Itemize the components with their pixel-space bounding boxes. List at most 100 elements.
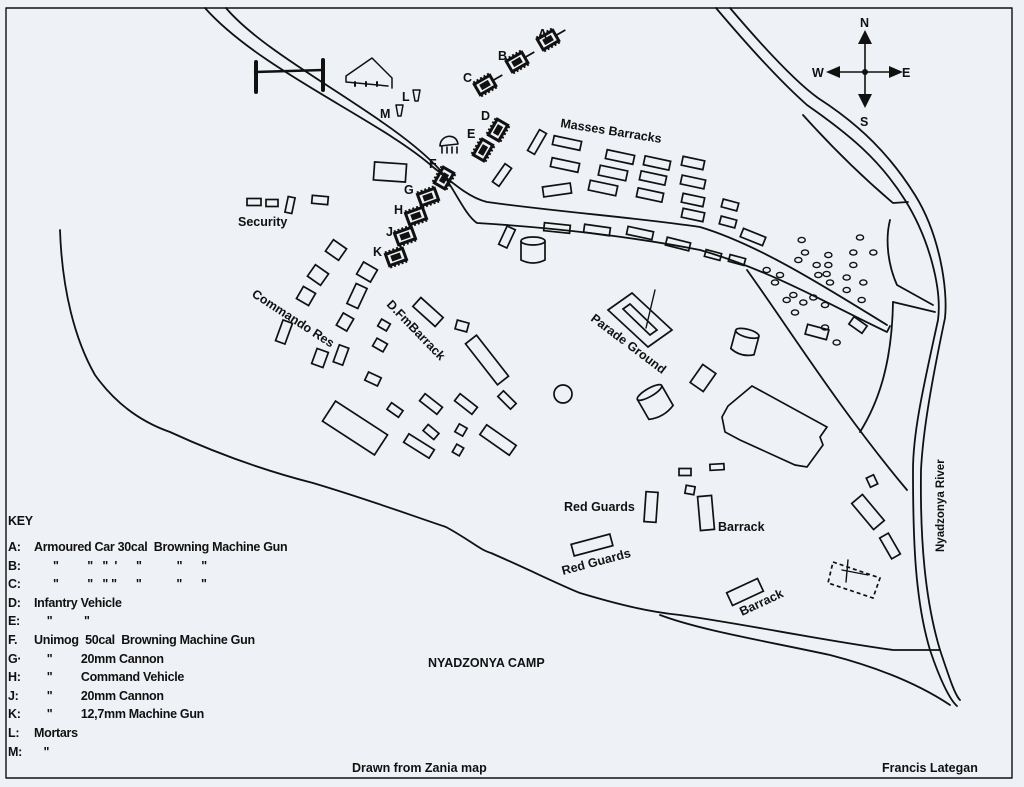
building [526,128,548,156]
building [478,423,518,457]
hut [799,299,808,306]
building [246,197,262,207]
building [664,236,692,252]
building [703,248,723,262]
building [642,154,672,172]
marker-h: H [394,203,403,217]
building [497,224,517,250]
hut [825,279,835,286]
road-north-edge [204,7,888,326]
compass-rose: N S W E [812,16,910,129]
marker-f: F [429,157,437,171]
marker-b: B [498,49,507,63]
vehicle-icon [415,185,441,209]
vehicle-icon [470,137,496,163]
building [597,164,629,182]
building [551,134,583,152]
label-barrack-1: Barrack [718,520,765,534]
key-letter: D: [8,595,21,610]
destroyed-building-outline [826,559,882,600]
hut [789,291,798,299]
label-masses-barracks: Masses Barracks [560,116,663,146]
building [310,347,330,369]
building [638,169,668,187]
building [549,156,581,174]
building [847,315,869,335]
marker-g: G [404,183,414,197]
hut [775,271,785,279]
river-west-bank [715,7,958,707]
hut [855,234,865,241]
compass-s: S [860,115,868,129]
vehicle-icon [431,165,457,191]
key-letter: B: [8,558,21,573]
building [265,198,279,208]
hut [812,261,821,269]
hut [809,294,818,301]
huts [762,234,878,346]
building [720,198,740,212]
key-row: J: " 20mm Cannon [8,689,287,708]
credit-author: Francis Lategan [882,761,978,775]
building [635,186,665,204]
shelter-icon [439,135,459,154]
marker-c: C [463,71,472,85]
field-boundary [802,114,909,204]
building [324,238,348,262]
key-letter: A: [8,540,21,554]
hut [857,296,866,304]
building [680,192,706,208]
field-boundary [886,219,934,306]
building [274,318,294,346]
building [878,531,902,561]
building [696,494,716,532]
hut [782,296,791,304]
marker-a: A [538,27,547,41]
key-row: L:Mortars [8,726,287,745]
building [542,221,572,235]
label-dfm-barrack: D.FmBarrack [384,297,448,363]
track [746,269,908,491]
hut [869,249,878,256]
building [332,343,350,367]
building [372,160,408,184]
vehicle-markers [383,27,566,269]
vehicle-icon [383,245,409,269]
marker-e: E [467,127,475,141]
building [541,182,573,198]
label-parade-ground: Parade Ground [588,311,669,377]
hut [794,256,803,264]
hut [849,261,858,269]
building [850,493,886,531]
compass-e: E [902,66,910,80]
key-row: M: " [8,745,287,764]
parade-ground-area [606,289,674,349]
building [680,155,706,171]
key-letter: J: [8,688,19,703]
field-boundary [892,301,936,313]
building [335,311,355,333]
hut [849,249,858,256]
building [725,577,765,607]
armoured-car-icon [535,27,566,53]
river-east-bank [729,7,961,701]
building [421,423,441,441]
key-description: " " " ' " " " [34,558,207,573]
hut [859,279,868,286]
building [496,389,518,411]
vehicle-icon [392,224,418,248]
key-row: C: " " " " " " " [8,577,287,596]
map-key: KEY A:Armoured Car 30cal Browning Machin… [8,514,288,764]
label-commando-res: Commando Res [249,287,336,351]
key-row: D:Infantry Vehicle [8,596,287,615]
building [727,253,747,267]
label-security: Security [238,215,287,229]
map-frame [5,7,1013,779]
hut [800,249,810,256]
marker-l: L [402,90,410,104]
building [625,225,655,241]
barrier-gate-icon [253,58,325,94]
building [418,392,444,416]
key-row: H: " Command Vehicle [8,670,287,689]
